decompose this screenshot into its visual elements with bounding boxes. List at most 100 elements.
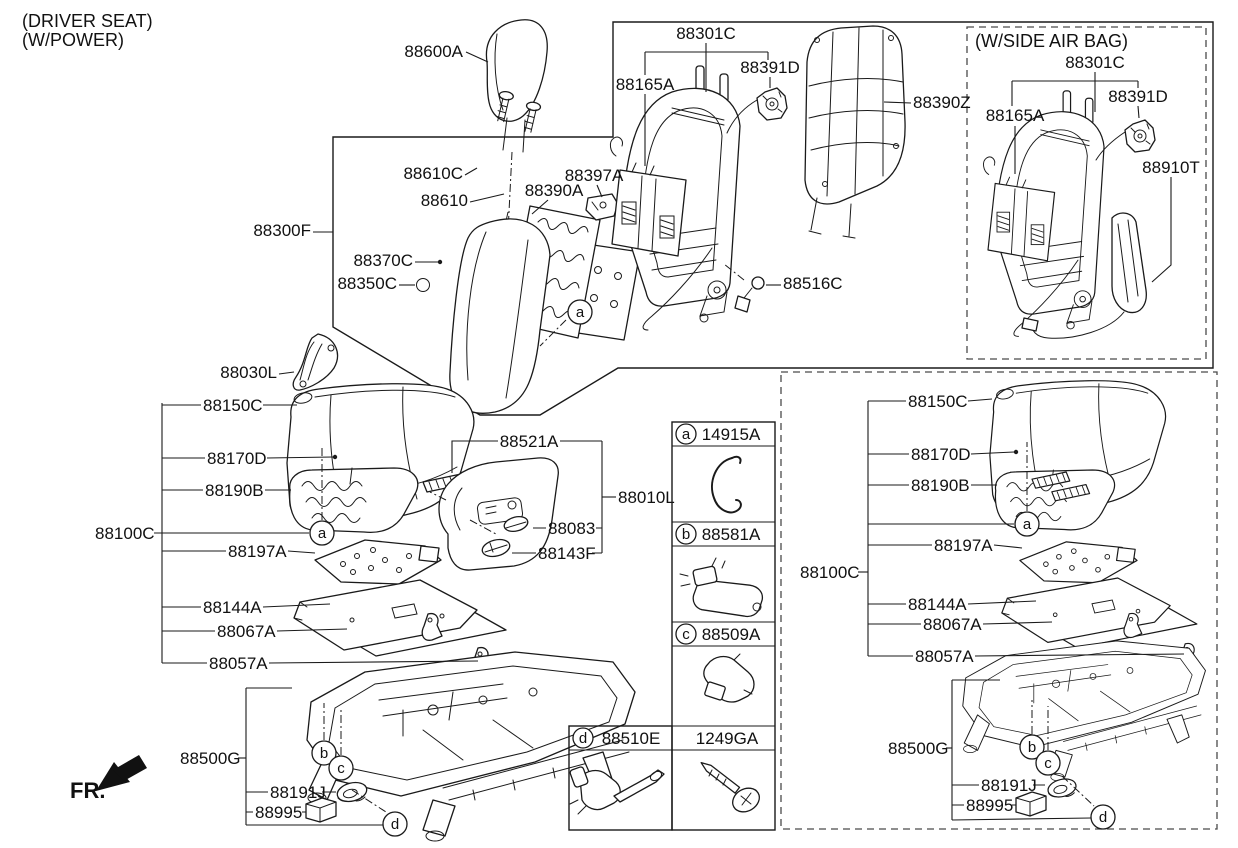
part-label-88516C: 88516C	[783, 274, 843, 293]
part-label-88010L: 88010L	[618, 488, 675, 507]
fr-direction-arrow-shaft	[113, 755, 147, 781]
callout-a-seatback: a	[539, 299, 593, 347]
part-label-88350C: 88350C	[337, 274, 397, 293]
callout-a-left-group: a	[318, 525, 327, 542]
callout-b-right-group: b	[1028, 739, 1036, 756]
side-airbag-module-88910T-drawing	[1021, 212, 1147, 339]
heater-mat-right-drawing	[1019, 541, 1138, 584]
group-left-labels: 88150C 88170D 88190B 88100C a 88197A 881…	[95, 396, 479, 673]
passenger-variant-dashed-box	[780, 371, 1218, 830]
heater-mat-left-drawing	[314, 539, 442, 585]
part-label-88500G-left: 88500G	[180, 749, 241, 768]
part-label-88390A: 88390A	[525, 181, 584, 200]
part-label-88610: 88610	[421, 191, 468, 210]
part-label-88030L: 88030L	[220, 363, 277, 382]
floor-mats-left-drawing	[293, 579, 507, 657]
height-knob-right-drawing	[1045, 775, 1079, 801]
motor-rod-88510E-drawing	[569, 766, 665, 815]
page-title-line2: (W/POWER)	[22, 30, 124, 50]
group-boxes	[332, 21, 1218, 830]
part-label-88500G-right: 88500G	[888, 739, 949, 758]
airbag-knob-cable	[1095, 131, 1126, 161]
screw-1249GA-drawing	[700, 761, 760, 813]
table-part-88510E: 88510E	[602, 729, 661, 748]
parts-table: a 14915A b 88581A c 88509A 1249GA d 8851…	[568, 421, 776, 831]
callout-c-right-group: c	[1044, 755, 1052, 772]
motor-88509A-drawing	[703, 653, 755, 703]
seatback-group-box	[332, 21, 1214, 416]
part-label-88301C-left: 88301C	[676, 24, 736, 43]
part-label-88370C: 88370C	[353, 251, 413, 270]
hook-14915A-drawing	[711, 455, 742, 514]
part-label-88610C: 88610C	[403, 164, 463, 183]
seatback-cushion-88370C-88350C-drawing	[416, 218, 551, 414]
group-right-track-labels: 88500G 88191J 88995 b c d	[888, 679, 1116, 830]
part-label-88521A: 88521A	[500, 432, 559, 451]
part-label-88190B-right: 88190B	[911, 476, 970, 495]
part-label-88143F: 88143F	[538, 544, 596, 563]
fr-indicator: FR.	[70, 755, 147, 803]
relay-box-right-drawing	[1015, 791, 1047, 817]
part-label-88057A-left: 88057A	[209, 654, 268, 673]
part-label-88191J-right: 88191J	[981, 776, 1037, 795]
side-airbag-dashed-box	[966, 26, 1207, 360]
part-label-88191J-left: 88191J	[270, 783, 326, 802]
part-label-88170D-right: 88170D	[911, 445, 971, 464]
part-label-88300F: 88300F	[253, 221, 311, 240]
part-label-88995-right: 88995	[966, 796, 1013, 815]
part-label-88390Z: 88390Z	[913, 93, 971, 112]
part-label-88301C-right: 88301C	[1065, 53, 1125, 72]
part-label-88170D-left: 88170D	[207, 449, 267, 468]
group-center-labels: 88521A 88010L 88083 88143F	[451, 432, 675, 563]
table-callout-b: b	[682, 526, 690, 543]
callout-d-left-group: d	[391, 816, 399, 833]
part-label-88397A: 88397A	[565, 166, 624, 185]
group-right-labels: 88150C 88170D 88190B a 88197A 88100C 881…	[800, 392, 1185, 666]
part-label-88197A-left: 88197A	[228, 542, 287, 561]
switch-knobs-88083-88143F-drawing	[481, 515, 529, 558]
table-callout-a: a	[682, 426, 691, 443]
part-label-88144A-right: 88144A	[908, 595, 967, 614]
table-part-1249GA: 1249GA	[696, 729, 759, 748]
part-label-88150C-right: 88150C	[908, 392, 968, 411]
part-label-88067A-left: 88067A	[217, 622, 276, 641]
fr-direction-arrow	[96, 762, 130, 791]
table-part-88509A: 88509A	[702, 625, 761, 644]
part-label-88600A: 88600A	[404, 42, 463, 61]
callout-c-left-group: c	[337, 760, 345, 777]
knob-cable	[726, 99, 758, 134]
recliner-knob-88391D-drawing	[756, 87, 788, 121]
part-label-88100C-left: 88100C	[95, 524, 155, 543]
motor-88581A-drawing	[679, 557, 764, 618]
callout-letter-a: a	[576, 304, 585, 321]
table-callout-d: d	[579, 730, 587, 747]
part-label-88197A-right: 88197A	[934, 536, 993, 555]
part-label-88165A-right: 88165A	[986, 106, 1045, 125]
part-label-88391D-right: 88391D	[1108, 87, 1168, 106]
part-label-88144A-left: 88144A	[203, 598, 262, 617]
part-label-88391D-left: 88391D	[740, 58, 800, 77]
part-label-88150C-left: 88150C	[203, 396, 263, 415]
power-unit-bracket-88397A-drawing	[585, 193, 619, 221]
clip-88516C-drawing	[723, 263, 765, 313]
back-panel-88390Z-drawing	[804, 25, 906, 239]
page-title-line1: (DRIVER SEAT)	[22, 11, 153, 31]
table-part-14915A: 14915A	[702, 425, 761, 444]
part-label-88910T: 88910T	[1142, 158, 1200, 177]
floor-mats-right-drawing	[1001, 577, 1198, 649]
side-bolster-88030L-drawing	[292, 333, 339, 391]
part-label-88165A-left: 88165A	[616, 75, 675, 94]
callout-d-right-group: d	[1099, 809, 1107, 826]
part-label-88190B-left: 88190B	[205, 481, 264, 500]
part-label-88067A-right: 88067A	[923, 615, 982, 634]
airbag-box-title: (W/SIDE AIR BAG)	[975, 31, 1128, 51]
part-label-88057A-right: 88057A	[915, 647, 974, 666]
table-part-88581A: 88581A	[702, 525, 761, 544]
seat-track-right-drawing	[962, 640, 1206, 782]
callout-a-right-group: a	[1023, 516, 1032, 533]
group-top-labels: 88600A 88610C 88610 88390A 88397A 88300F…	[220, 24, 1200, 382]
part-label-88083: 88083	[548, 519, 595, 538]
part-label-88100C-right: 88100C	[800, 563, 860, 582]
